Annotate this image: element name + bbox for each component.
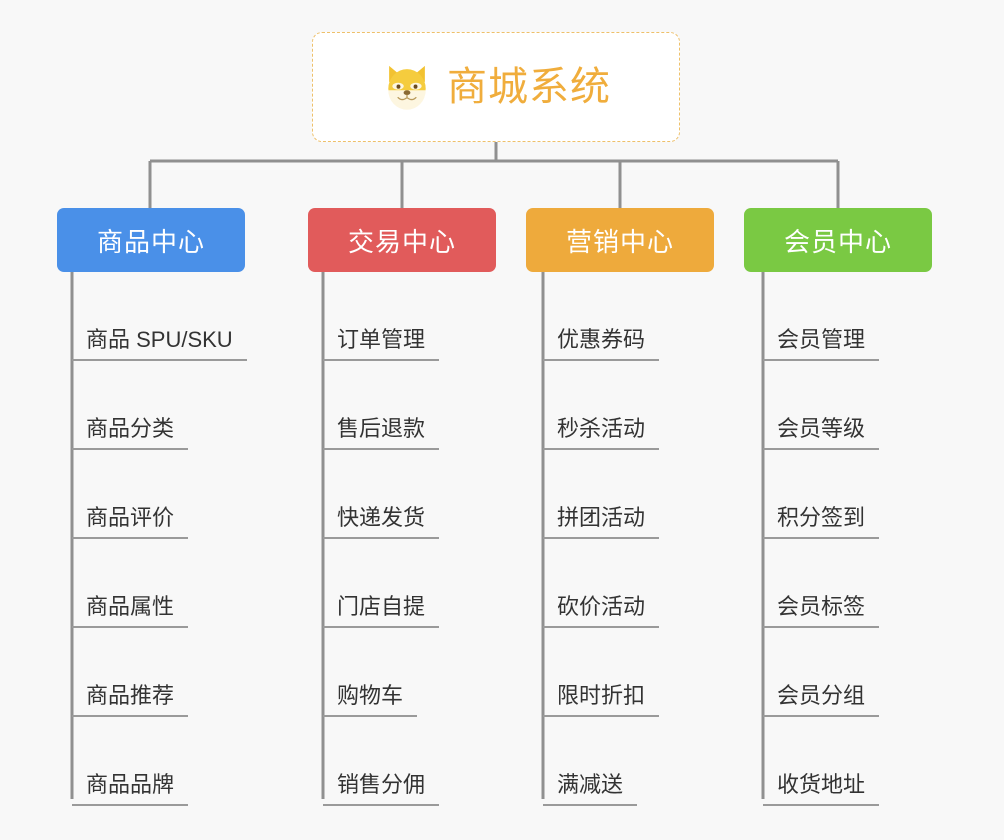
category-node-marketing-center[interactable]: 营销中心 <box>526 208 714 272</box>
leaf-item[interactable]: 优惠券码 <box>543 272 660 361</box>
shiba-dog-icon <box>388 65 426 110</box>
leaf-item-label: 满减送 <box>543 774 638 806</box>
leaf-item[interactable]: 收货地址 <box>763 717 880 806</box>
leaf-item-label: 积分签到 <box>763 507 880 539</box>
leaf-item-label: 商品评价 <box>72 507 189 539</box>
leaf-item-label: 限时折扣 <box>543 685 660 717</box>
leaf-item-label: 拼团活动 <box>543 507 660 539</box>
leaf-item[interactable]: 商品属性 <box>72 539 189 628</box>
leaf-item-label: 商品品牌 <box>72 774 189 806</box>
category-node-trade-center[interactable]: 交易中心 <box>308 208 496 272</box>
category-node-product-center[interactable]: 商品中心 <box>57 208 245 272</box>
leaf-item-label: 商品推荐 <box>72 685 189 717</box>
category-label: 营销中心 <box>565 226 674 257</box>
leaf-item-label: 商品属性 <box>72 596 189 628</box>
category-label: 商品中心 <box>96 226 205 257</box>
leaf-item-label: 售后退款 <box>323 418 440 450</box>
leaf-item-label: 会员管理 <box>763 329 880 361</box>
leaf-item-label: 会员分组 <box>763 685 880 717</box>
leaf-item-label: 优惠券码 <box>543 329 660 361</box>
leaf-item-label: 商品 SPU/SKU <box>72 329 247 361</box>
category-node-member-center[interactable]: 会员中心 <box>744 208 932 272</box>
leaf-item[interactable]: 满减送 <box>543 717 638 806</box>
leaf-item[interactable]: 会员标签 <box>763 539 880 628</box>
leaf-item-label: 会员标签 <box>763 596 880 628</box>
leaf-item-label: 订单管理 <box>323 329 440 361</box>
leaf-item[interactable]: 会员等级 <box>763 361 880 450</box>
leaf-item[interactable]: 售后退款 <box>323 361 440 450</box>
leaf-item[interactable]: 快递发货 <box>323 450 440 539</box>
leaf-item-label: 销售分佣 <box>323 774 440 806</box>
leaf-item[interactable]: 商品评价 <box>72 450 189 539</box>
leaf-item-label: 砍价活动 <box>543 596 660 628</box>
leaf-item[interactable]: 商品 SPU/SKU <box>72 272 247 361</box>
leaf-item-label: 商品分类 <box>72 418 189 450</box>
leaf-item-label: 收货地址 <box>763 774 880 806</box>
leaf-item[interactable]: 积分签到 <box>763 450 880 539</box>
leaf-item[interactable]: 拼团活动 <box>543 450 660 539</box>
leaf-item[interactable]: 订单管理 <box>323 272 440 361</box>
leaf-item[interactable]: 门店自提 <box>323 539 440 628</box>
root-title: 商城系统 <box>447 65 611 109</box>
category-label: 交易中心 <box>347 226 456 257</box>
leaf-item[interactable]: 会员分组 <box>763 628 880 717</box>
leaf-item-label: 秒杀活动 <box>543 418 660 450</box>
leaf-item-label: 快递发货 <box>323 507 440 539</box>
leaf-item[interactable]: 商品推荐 <box>72 628 189 717</box>
leaf-item-label: 会员等级 <box>763 418 880 450</box>
category-label: 会员中心 <box>783 226 892 257</box>
leaf-item[interactable]: 秒杀活动 <box>543 361 660 450</box>
leaf-item[interactable]: 销售分佣 <box>323 717 440 806</box>
root-node[interactable]: 商城系统 <box>312 32 680 142</box>
leaf-item-label: 购物车 <box>323 685 418 717</box>
leaf-item-label: 门店自提 <box>323 596 440 628</box>
leaf-item[interactable]: 购物车 <box>323 628 418 717</box>
leaf-item[interactable]: 会员管理 <box>763 272 880 361</box>
leaf-item[interactable]: 商品品牌 <box>72 717 189 806</box>
leaf-item[interactable]: 商品分类 <box>72 361 189 450</box>
leaf-item[interactable]: 砍价活动 <box>543 539 660 628</box>
leaf-item[interactable]: 限时折扣 <box>543 628 660 717</box>
